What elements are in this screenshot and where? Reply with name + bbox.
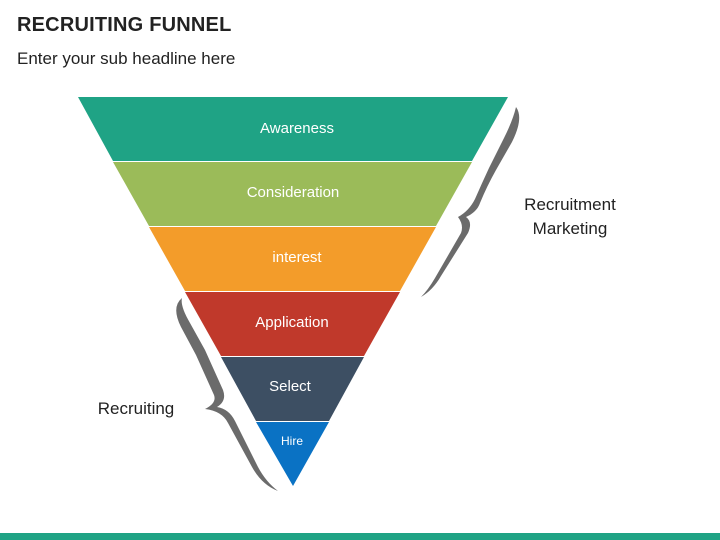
upper-group-label-line2: Marketing bbox=[532, 219, 608, 238]
upper-group-label: Recruitment Marketing bbox=[505, 193, 635, 241]
funnel-stage-interest-shape bbox=[149, 227, 436, 291]
upper-group-label-line1: Recruitment bbox=[524, 195, 616, 214]
lower-group-brace bbox=[176, 298, 278, 491]
funnel-stage-hire-shape bbox=[256, 422, 329, 486]
lower-group-label: Recruiting bbox=[97, 399, 175, 418]
funnel-stage-select: Select bbox=[221, 357, 364, 421]
funnel-stage-select-label: Select bbox=[269, 378, 312, 395]
funnel-stage-application: Application bbox=[185, 292, 400, 356]
page-title: RECRUITING FUNNEL bbox=[17, 14, 232, 36]
funnel-stage-application-label: Application bbox=[255, 314, 328, 331]
funnel-stage-awareness-label: Awareness bbox=[260, 120, 334, 137]
funnel-stage-hire-label: Hire bbox=[281, 434, 303, 448]
funnel-stage-interest-label: interest bbox=[272, 249, 322, 266]
funnel-stage-interest: interest bbox=[149, 227, 436, 291]
funnel-stage-consideration-shape bbox=[113, 162, 472, 226]
footer-bar bbox=[0, 533, 720, 540]
funnel-stage-select-shape bbox=[221, 357, 364, 421]
funnel-stage-consideration-label: Consideration bbox=[247, 184, 340, 201]
page-subtitle: Enter your sub headline here bbox=[17, 49, 236, 68]
funnel-stage-application-shape bbox=[185, 292, 400, 356]
funnel-stage-awareness-shape bbox=[78, 97, 508, 161]
funnel-stage-consideration: Consideration bbox=[113, 162, 472, 226]
funnel-stage-hire: Hire bbox=[256, 422, 329, 486]
funnel-stage-awareness: Awareness bbox=[78, 97, 508, 161]
